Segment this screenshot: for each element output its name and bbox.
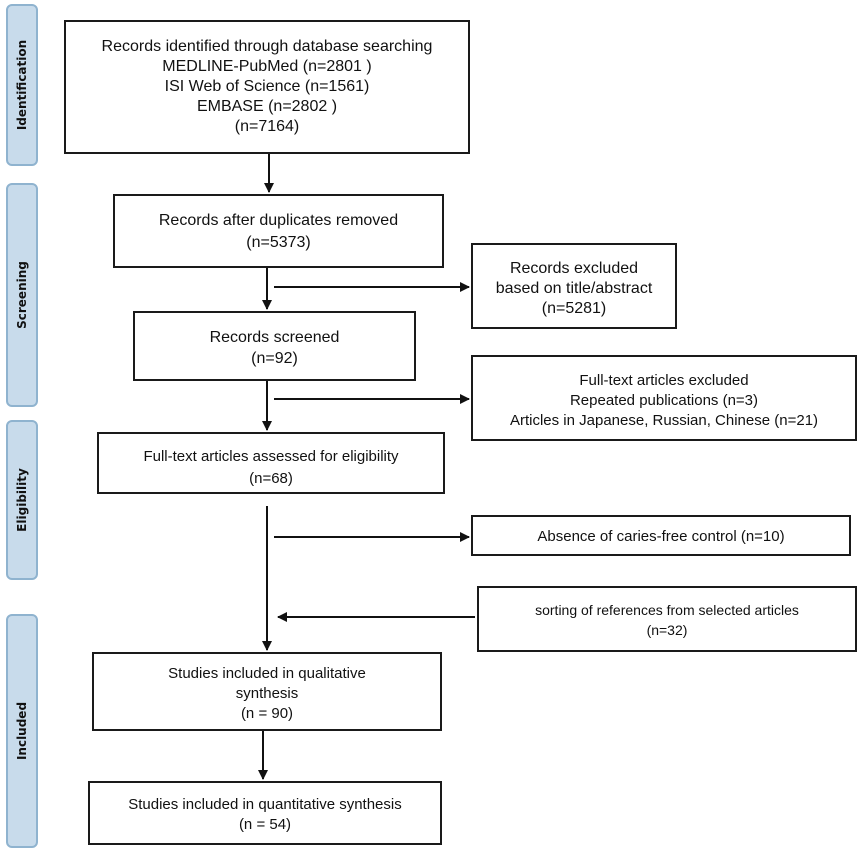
excluded-title-count: (n=5281) <box>541 300 607 317</box>
excluded-title-reason: based on title/abstract <box>495 280 653 297</box>
identified-medline: MEDLINE-PubMed (n=2801 ) <box>162 58 372 75</box>
duplicates-heading: Records after duplicates removed <box>158 212 399 229</box>
duplicates-count: (n=5373) <box>246 234 311 251</box>
identified-isi: ISI Web of Science (n=1561) <box>164 78 370 95</box>
qualitative-count: (n = 90) <box>240 705 294 722</box>
box-duplicates-removed: Records after duplicates removed (n=5373… <box>113 194 444 268</box>
box-qualitative-synthesis: Studies included in qualitative synthesi… <box>92 652 442 731</box>
box-absence-control: Absence of caries-free control (n=10) <box>471 515 851 556</box>
phase-included-label: Included <box>6 614 38 848</box>
screened-count: (n=92) <box>251 350 298 367</box>
phase-screening-label: Screening <box>6 183 38 407</box>
box-references-sorting: sorting of references from selected arti… <box>477 586 857 652</box>
eligibility-heading: Full-text articles assessed for eligibil… <box>143 448 399 465</box>
absence-control-text: Absence of caries-free control (n=10) <box>537 528 785 545</box>
fulltext-excluded-heading: Full-text articles excluded <box>579 372 749 389</box>
references-heading: sorting of references from selected arti… <box>535 602 799 618</box>
screened-heading: Records screened <box>209 329 340 346</box>
identified-total: (n=7164) <box>234 118 300 135</box>
box-records-screened: Records screened (n=92) <box>133 311 416 381</box>
references-count: (n=32) <box>646 622 688 638</box>
box-excluded-title-abstract: Records excluded based on title/abstract… <box>471 243 677 329</box>
fulltext-excluded-language: Articles in Japanese, Russian, Chinese (… <box>509 412 819 429</box>
qualitative-heading: Studies included in qualitative <box>168 665 366 682</box>
fulltext-excluded-repeated: Repeated publications (n=3) <box>569 392 759 409</box>
eligibility-count: (n=68) <box>249 470 293 487</box>
identified-embase: EMBASE (n=2802 ) <box>196 98 338 115</box>
identified-heading: Records identified through database sear… <box>101 38 433 55</box>
phase-identification-label: Identification <box>6 4 38 166</box>
excluded-title-heading: Records excluded <box>509 260 639 277</box>
quantitative-heading: Studies included in quantitative synthes… <box>128 796 402 813</box>
box-quantitative-synthesis: Studies included in quantitative synthes… <box>88 781 442 845</box>
box-fulltext-excluded: Full-text articles excluded Repeated pub… <box>471 355 857 441</box>
qualitative-heading-2: synthesis <box>235 685 299 702</box>
box-records-identified: Records identified through database sear… <box>64 20 470 154</box>
phase-eligibility-label: Eligibility <box>6 420 38 580</box>
box-fulltext-assessed: Full-text articles assessed for eligibil… <box>97 432 445 494</box>
quantitative-count: (n = 54) <box>238 816 292 833</box>
